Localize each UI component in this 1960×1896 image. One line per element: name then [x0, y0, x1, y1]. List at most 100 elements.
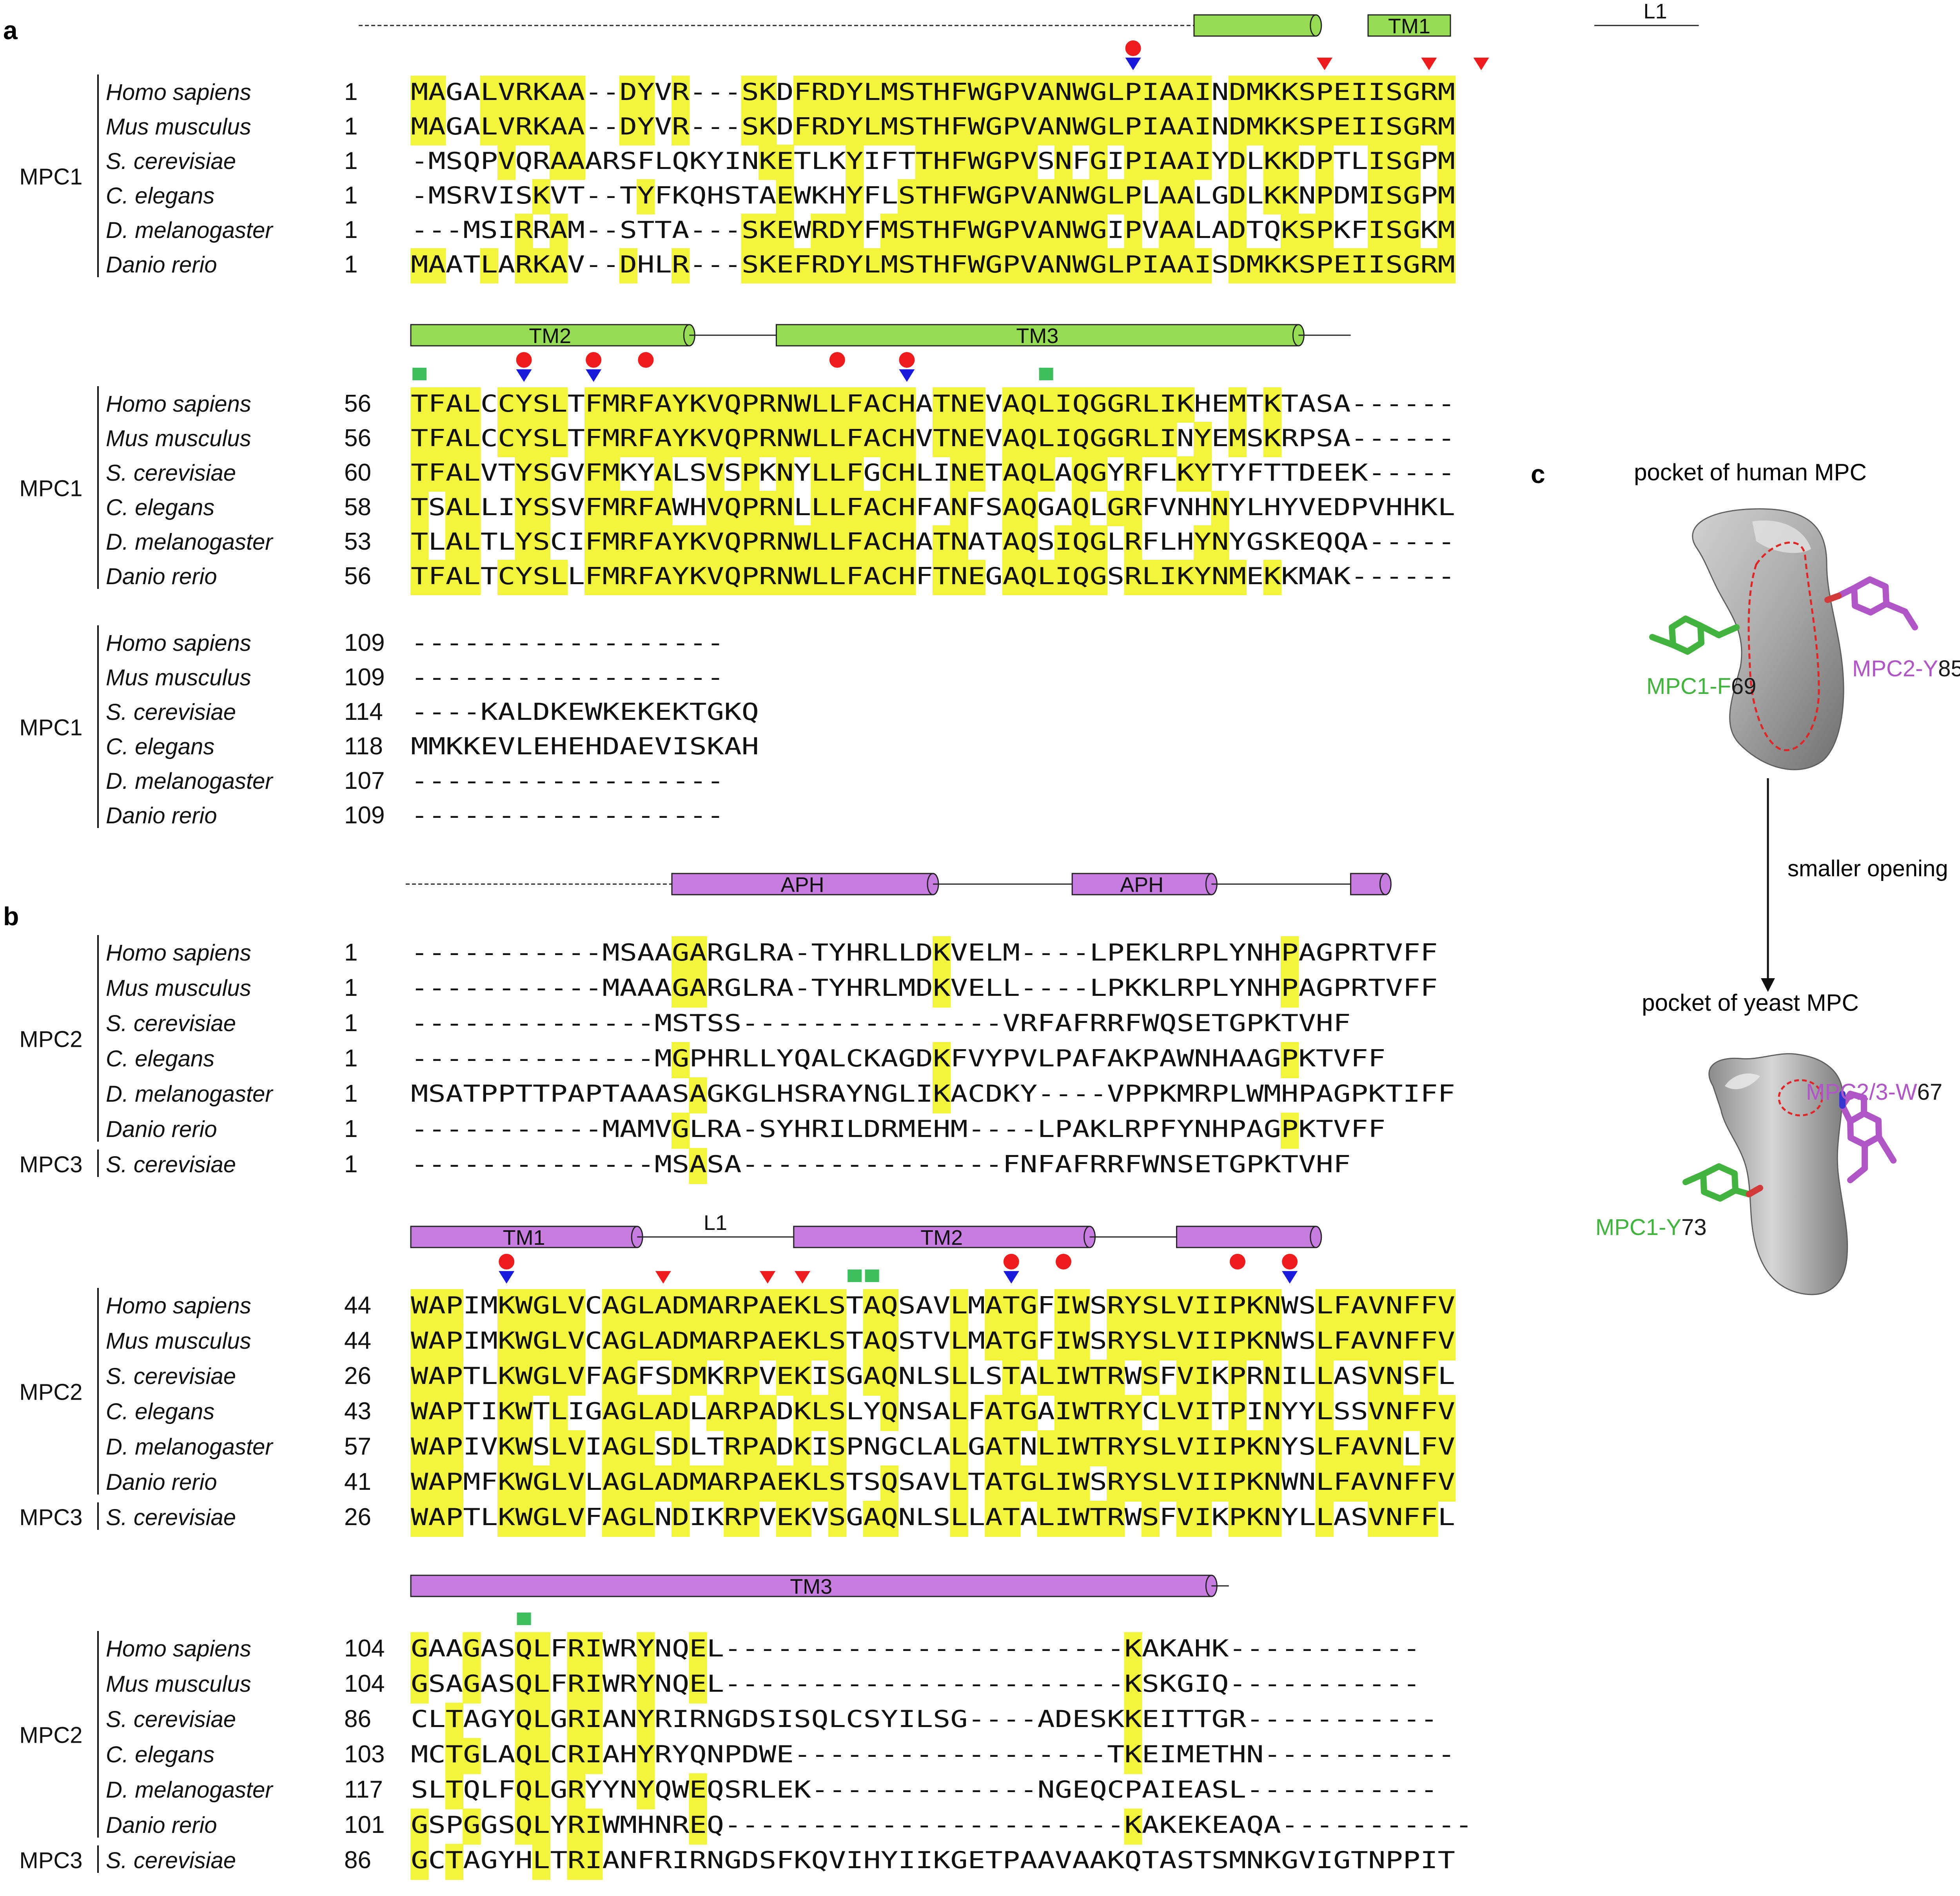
conserved-highlight — [1124, 1289, 1142, 1325]
conserved-highlight — [828, 560, 846, 595]
conserved-highlight — [1420, 248, 1438, 283]
conserved-highlight — [497, 387, 516, 423]
conserved-highlight — [567, 110, 585, 145]
conserved-highlight — [1141, 1324, 1160, 1360]
conserved-highlight — [811, 214, 829, 249]
conserved-highlight — [1089, 422, 1107, 457]
sequence-row: TFALVTYSGVFMKYALSVSPKNYLLFGCHLINETAQLAQG… — [411, 459, 1455, 487]
conserved-highlight — [1298, 214, 1316, 249]
conserved-highlight — [1124, 1324, 1142, 1360]
conserved-highlight — [1141, 1466, 1160, 1502]
conserved-highlight — [1402, 1501, 1421, 1537]
species-label: Mus musculus — [106, 665, 251, 690]
conserved-highlight — [1054, 248, 1073, 283]
conserved-highlight — [863, 110, 881, 145]
conserved-highlight — [410, 422, 429, 457]
conserved-highlight — [532, 179, 551, 214]
conserved-highlight — [445, 1501, 464, 1537]
mpc1-f69-label: MPC1-F69 — [1646, 674, 1756, 699]
conserved-highlight — [637, 422, 655, 457]
conserved-highlight — [846, 456, 864, 492]
conserved-highlight — [1020, 456, 1038, 492]
conserved-highlight — [1228, 179, 1247, 214]
conserved-highlight — [776, 422, 794, 457]
conserved-highlight — [637, 1632, 655, 1668]
conserved-highlight — [1020, 179, 1038, 214]
conserved-highlight — [567, 76, 585, 111]
conserved-highlight — [1037, 248, 1055, 283]
conserved-highlight — [428, 1466, 446, 1502]
conserved-highlight — [1072, 456, 1090, 492]
conserved-highlight — [1246, 76, 1264, 111]
conserved-highlight — [1281, 214, 1299, 249]
conserved-highlight — [985, 110, 1003, 145]
sequence-row: WAPTLKWGLVFAGFSDMKRPVEKISGAQNLSLLSTALIWT… — [411, 1362, 1455, 1390]
conserved-highlight — [654, 1466, 672, 1502]
conserved-highlight — [602, 422, 620, 457]
conserved-highlight — [1350, 1324, 1368, 1360]
conserved-highlight — [1402, 76, 1421, 111]
conserved-highlight — [1263, 145, 1281, 180]
sequence-row: --------------MSTSS---------------VRFAFR… — [411, 1010, 1351, 1037]
conserved-highlight — [410, 1289, 429, 1325]
conserved-highlight — [863, 422, 881, 457]
conserved-highlight — [445, 1773, 464, 1809]
conserved-highlight — [480, 248, 498, 283]
conserved-highlight — [689, 1809, 707, 1845]
conserved-highlight — [950, 491, 968, 526]
conserved-highlight — [1072, 1430, 1090, 1466]
conserved-highlight — [828, 1289, 846, 1325]
conserved-highlight — [671, 936, 690, 972]
conserved-highlight — [637, 1395, 655, 1431]
conserved-highlight — [410, 456, 429, 492]
conserved-highlight — [1420, 76, 1438, 111]
conserved-highlight — [811, 110, 829, 145]
conserved-highlight — [1159, 214, 1177, 249]
conserved-highlight — [724, 525, 742, 561]
conserved-highlight — [671, 972, 690, 1008]
conserved-highlight — [706, 560, 725, 595]
conserved-highlight — [933, 972, 951, 1008]
site-marker — [655, 1271, 671, 1284]
conserved-highlight — [828, 1466, 846, 1502]
start-position: 26 — [344, 1362, 371, 1389]
conserved-highlight — [602, 1395, 620, 1431]
conserved-highlight — [759, 387, 777, 423]
conserved-highlight — [933, 76, 951, 111]
protein-label: MPC2 — [19, 1380, 82, 1405]
sequence-row: ----KALDKEWKEKEKTGKQ — [411, 698, 759, 726]
site-marker — [1003, 1271, 1019, 1284]
conserved-highlight — [1124, 456, 1142, 492]
conserved-highlight — [654, 456, 672, 492]
conserved-highlight — [445, 1466, 464, 1502]
conserved-highlight — [898, 560, 916, 595]
conserved-highlight — [776, 179, 794, 214]
conserved-highlight — [480, 110, 498, 145]
conserved-highlight — [689, 1077, 707, 1113]
conserved-highlight — [1194, 110, 1212, 145]
conserved-highlight — [1420, 1395, 1438, 1431]
conserved-highlight — [759, 1466, 777, 1502]
conserved-highlight — [445, 1360, 464, 1396]
conserved-highlight — [1176, 179, 1194, 214]
sequence-row: ------------------ — [411, 629, 724, 657]
conserved-highlight — [532, 248, 551, 283]
mpc1-y73-stick — [1682, 1163, 1752, 1202]
conserved-highlight — [1402, 248, 1421, 283]
conserved-highlight — [811, 525, 829, 561]
conserved-highlight — [1402, 110, 1421, 145]
conserved-highlight — [1089, 387, 1107, 423]
conserved-highlight — [706, 456, 725, 492]
conserved-highlight — [689, 1324, 707, 1360]
conserved-highlight — [654, 1289, 672, 1325]
conserved-highlight — [619, 387, 638, 423]
conserved-highlight — [846, 248, 864, 283]
conserved-highlight — [637, 76, 655, 111]
conserved-highlight — [846, 145, 864, 180]
conserved-highlight — [1072, 1289, 1090, 1325]
conserved-highlight — [950, 525, 968, 561]
conserved-highlight — [898, 525, 916, 561]
conserved-highlight — [741, 1360, 759, 1396]
conserved-highlight — [1350, 110, 1368, 145]
